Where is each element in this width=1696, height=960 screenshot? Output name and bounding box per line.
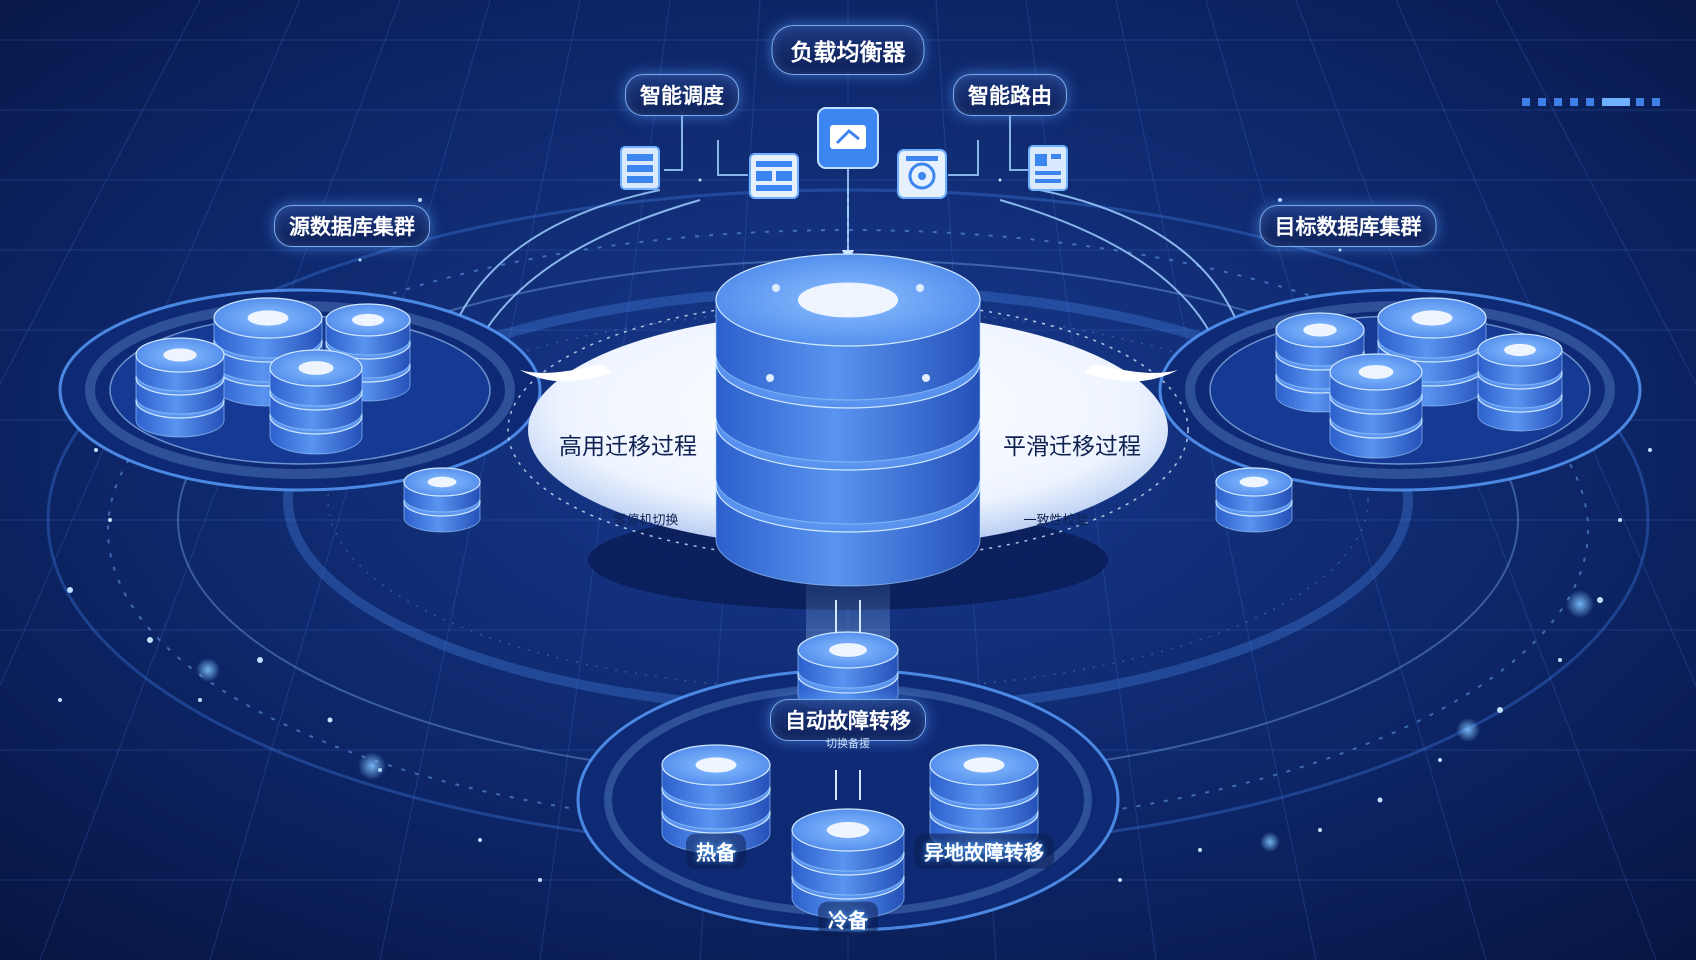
auto-failover-subtitle: 切换备援 [826, 737, 870, 750]
central-database [715, 253, 981, 587]
remote-failover-label: 异地故障转移 [914, 833, 1054, 869]
source-cluster-label: 源数据库集群 [274, 205, 430, 247]
source-node-stack [403, 467, 481, 533]
source-db-stack [135, 337, 225, 438]
dashboard-icon [748, 152, 800, 204]
smart-routing-label: 智能路由 [953, 74, 1067, 116]
auto-failover-label: 自动故障转移 [770, 699, 926, 741]
load-balancer-label: 负载均衡器 [771, 25, 925, 75]
server-rack-icon [619, 145, 661, 195]
remote-failover-stack [929, 744, 1039, 854]
target-db-stack [1477, 333, 1563, 432]
target-db-stack [1329, 353, 1423, 459]
cold-standby-label: 冷备 [818, 901, 878, 937]
smooth-migration-label: 平滑迁移过程 [1003, 434, 1141, 460]
monitor-icon [896, 148, 948, 204]
source-db-stack [325, 303, 411, 402]
document-icon [1027, 144, 1069, 196]
source-db-stack [269, 349, 363, 455]
target-cluster-label: 目标数据库集群 [1259, 205, 1437, 247]
zero-downtime-label: 零停机切换 [613, 513, 679, 529]
smart-scheduling-label: 智能调度 [625, 74, 739, 116]
consistency-check-label: 一致性校验 [1023, 513, 1089, 529]
hot-standby-label: 热备 [686, 833, 746, 869]
ha-migration-label: 高用迁移过程 [559, 434, 697, 460]
target-node-stack [1215, 467, 1293, 533]
load-balancer-icon [817, 107, 879, 173]
